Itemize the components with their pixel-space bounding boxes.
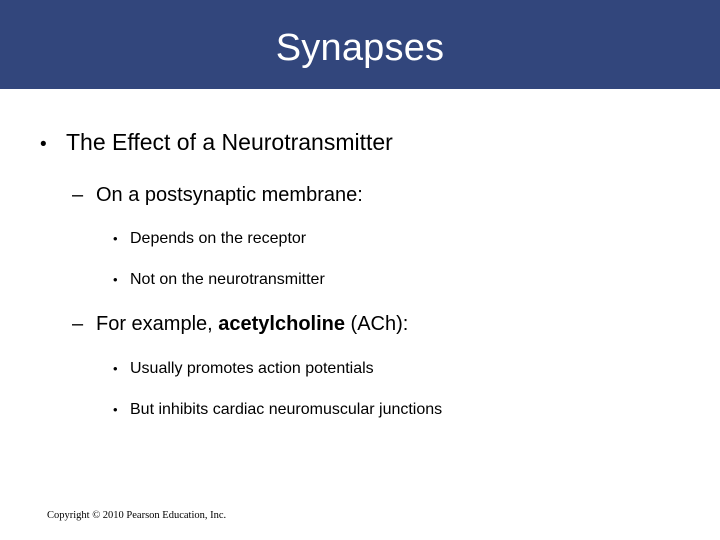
list-item-label: But inhibits cardiac neuromuscular junct…: [130, 401, 443, 418]
list-item-label-suffix: (ACh):: [344, 313, 409, 335]
list-item-label: Depends on the receptor: [130, 230, 307, 247]
bullet-dot-icon: •: [40, 134, 47, 155]
bullet-dash-icon: –: [72, 313, 84, 335]
list-item: • Not on the neurotransmitter: [113, 269, 325, 290]
bullet-dot-icon: •: [113, 231, 118, 246]
list-item: • Depends on the receptor: [113, 228, 306, 249]
list-item-label: Usually promotes action potentials: [130, 360, 374, 377]
bullet-dot-icon: •: [113, 402, 118, 417]
list-item-label-prefix: For example,: [96, 313, 219, 335]
list-item-label: On a postsynaptic membrane:: [96, 184, 363, 206]
list-item-label: Not on the neurotransmitter: [130, 271, 325, 288]
list-item: • The Effect of a Neurotransmitter: [40, 128, 393, 159]
list-item-label-emphasis: acetylcholine: [218, 313, 345, 335]
bullet-dot-icon: •: [113, 361, 118, 376]
page-title: Synapses: [275, 27, 445, 69]
list-item: • Usually promotes action potentials: [113, 358, 374, 379]
list-item: – For example, acetylcholine (ACh):: [72, 312, 408, 337]
list-item: • But inhibits cardiac neuromuscular jun…: [113, 399, 442, 420]
copyright-notice: Copyright © 2010 Pearson Education, Inc.: [47, 510, 227, 521]
list-item-label: For example, acetylcholine (ACh):: [96, 312, 408, 337]
slide-body: • The Effect of a Neurotransmitter – On …: [0, 89, 720, 540]
list-item: – On a postsynaptic membrane:: [72, 183, 363, 208]
title-band: [0, 0, 720, 89]
bullet-dash-icon: –: [72, 184, 84, 206]
bullet-dot-icon: •: [113, 272, 118, 287]
list-item-label: The Effect of a Neurotransmitter: [66, 129, 393, 155]
